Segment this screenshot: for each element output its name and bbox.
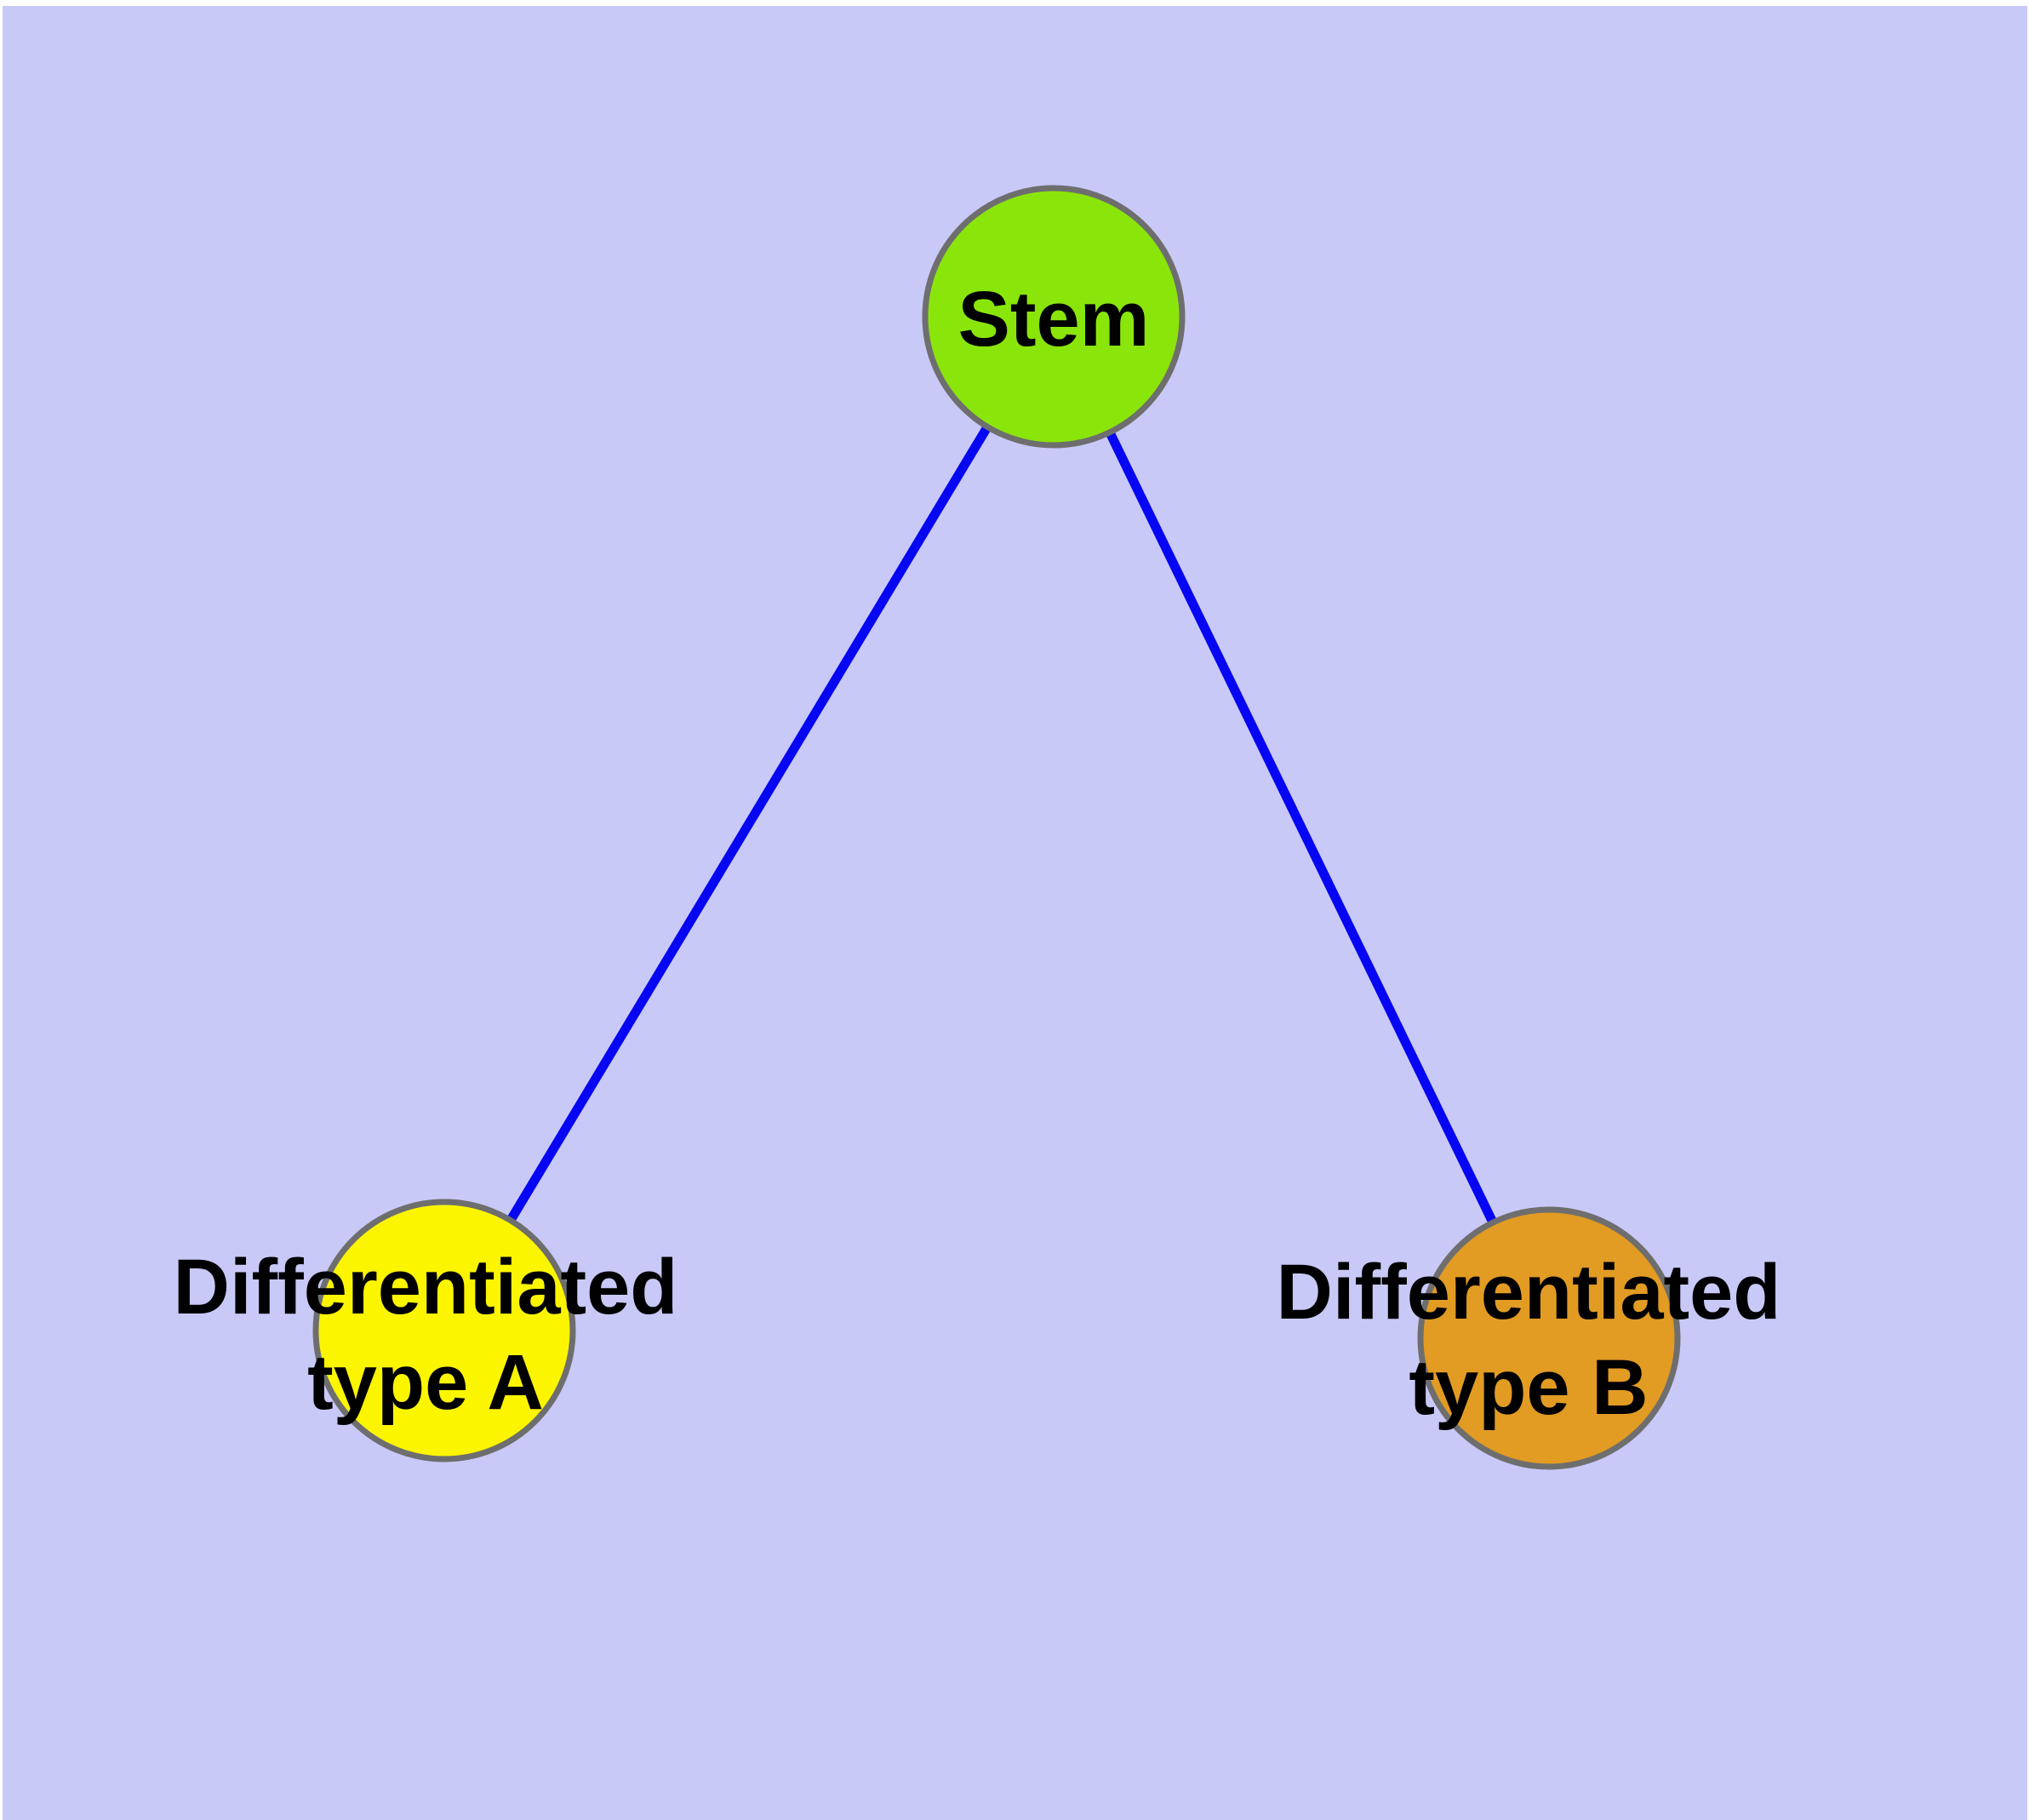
node-label-type-a-line1: Differentiated [173,1244,678,1331]
node-differentiated-type-b[interactable] [1417,1206,1681,1470]
node-label-differentiated-type-a: Differentiated type A [174,1239,678,1430]
node-differentiated-type-a[interactable] [312,1199,576,1462]
node-label-type-a-line2: type A [307,1339,544,1426]
edge-stem-to-type-a[interactable] [440,314,1058,1333]
node-label-stem-line1: Stem [957,276,1150,363]
edge-stem-to-type-b[interactable] [1049,314,1553,1341]
node-label-differentiated-type-b: Differentiated type B [1277,1245,1781,1435]
node-label-stem: Stem [958,272,1150,367]
node-stem[interactable] [922,185,1186,449]
node-label-type-b-line2: type B [1409,1344,1649,1431]
node-label-type-b-line1: Differentiated [1276,1249,1781,1336]
